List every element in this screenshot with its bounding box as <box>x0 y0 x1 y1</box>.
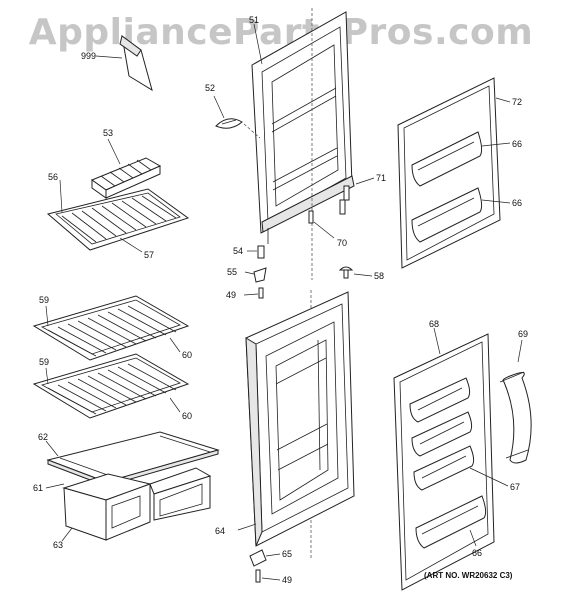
part-59-fresh-food-shelf-lower[interactable]: 59 60 <box>32 353 192 421</box>
callout-68: 68 <box>429 319 439 329</box>
part-55-hinge-bushing-upper[interactable]: 55 <box>227 267 267 283</box>
part-67-door-shelf-bins[interactable]: 67 <box>409 377 520 492</box>
shelf-56-wires <box>61 195 177 243</box>
callout-56: 56 <box>48 172 58 182</box>
callout-64: 64 <box>215 526 225 536</box>
part-52-diffuser[interactable]: 52 <box>205 83 261 139</box>
shelf-59b-wires <box>47 363 177 415</box>
part-65-hinge-bushing-lower[interactable]: 65 <box>249 549 292 567</box>
part-69-door-handle[interactable]: 69 <box>499 329 532 464</box>
callout-62: 62 <box>38 432 48 442</box>
part-58-plug-button[interactable]: 58 <box>338 266 384 281</box>
shelf-59a-wires <box>47 305 177 357</box>
art-number: (ART NO. WR20632 C3) <box>424 571 513 580</box>
callout-60a: 60 <box>182 350 192 360</box>
callout-51: 51 <box>249 15 259 25</box>
callout-49a: 49 <box>226 290 236 300</box>
callout-66b: 66 <box>512 198 522 208</box>
part-51-freezer-door[interactable]: 51 <box>249 11 355 234</box>
part-49-screw-upper[interactable]: 49 <box>226 287 264 300</box>
site-watermark: AppliancePartsPros.com <box>28 12 534 53</box>
part-56-freezer-shelf[interactable]: 56 57 <box>46 172 190 260</box>
callout-63: 63 <box>53 540 63 550</box>
part-59-fresh-food-shelf-upper[interactable]: 59 60 <box>32 295 192 361</box>
part-71-hinge-pins[interactable]: 71 <box>339 173 386 215</box>
callout-72: 72 <box>512 97 522 107</box>
part-66-fresh-food-door-bin[interactable]: 66 <box>415 495 487 558</box>
part-54-cam[interactable]: 54 <box>233 245 265 259</box>
callout-71: 71 <box>376 173 386 183</box>
part-70-screw[interactable]: 70 <box>308 210 347 248</box>
callout-57: 57 <box>144 250 154 260</box>
callout-66c: 66 <box>472 548 482 558</box>
part-61-crisper-drawer-frame[interactable]: 61 <box>33 483 65 493</box>
part-66-freezer-door-bin-upper[interactable]: 66 <box>411 131 522 187</box>
callout-49b: 49 <box>282 575 292 585</box>
callout-54: 54 <box>233 246 243 256</box>
part-999-manual[interactable]: 999 <box>81 34 153 92</box>
callout-59b: 59 <box>39 357 49 367</box>
callout-53: 53 <box>103 128 113 138</box>
callout-67: 67 <box>510 482 520 492</box>
callout-58: 58 <box>374 271 384 281</box>
callout-69: 69 <box>518 329 528 339</box>
part-49-screw-lower[interactable]: 49 <box>255 569 292 585</box>
callout-59a: 59 <box>39 295 49 305</box>
callout-65: 65 <box>282 549 292 559</box>
callout-60b: 60 <box>182 411 192 421</box>
callout-55a: 55 <box>227 267 237 277</box>
part-63-crisper-drawers[interactable]: 63 <box>53 467 212 550</box>
part-53-ice-tray[interactable]: 53 <box>90 128 162 199</box>
callout-61: 61 <box>33 483 43 493</box>
callout-70: 70 <box>337 238 347 248</box>
callout-52: 52 <box>205 83 215 93</box>
callout-66a: 66 <box>512 139 522 149</box>
part-66-freezer-door-bin-lower[interactable]: 66 <box>411 187 522 243</box>
part-64-fresh-food-door[interactable]: 64 <box>215 291 355 547</box>
callout-999: 999 <box>81 51 96 61</box>
